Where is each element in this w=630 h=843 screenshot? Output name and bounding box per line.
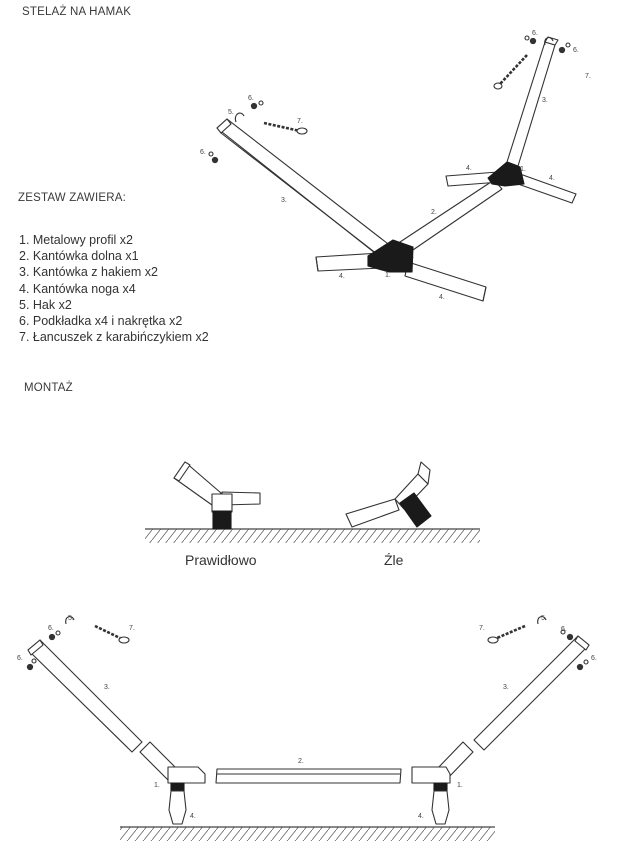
- washer-icon: [524, 35, 530, 41]
- parts-list-item: 7. Łancuszek z karabińczykiem x2: [19, 330, 209, 345]
- label-part-1: 1.: [154, 782, 160, 789]
- right-chain: [487, 624, 526, 644]
- label-part-5: 5.: [541, 615, 547, 622]
- ground-line-bottom: [120, 826, 495, 841]
- parts-list-item: 2. Kantówka dolna x1: [19, 249, 139, 264]
- right-hook: [537, 615, 547, 625]
- label-part-3: 3.: [104, 684, 110, 691]
- diagram-title: STELAŻ NA HAMAK: [22, 6, 132, 18]
- label-part-6: 6.: [17, 655, 23, 662]
- label-part-3: 3.: [281, 197, 287, 204]
- washer-icon: [583, 659, 589, 665]
- bottom-beam: [399, 179, 503, 259]
- washer-icon: [565, 42, 571, 48]
- label-part-6: 6.: [573, 47, 579, 54]
- label-part-6: 6.: [200, 149, 206, 156]
- left-hook: [234, 112, 245, 123]
- ground-line-middle: [145, 528, 480, 543]
- bottom-beam: [215, 768, 402, 784]
- washer-icon: [208, 151, 214, 157]
- parts-list: 1. Metalowy profil x2 2. Kantówka dolna …: [19, 232, 209, 345]
- label-part-2: 2.: [431, 209, 437, 216]
- washer-icon: [576, 663, 584, 671]
- left-hook-beam: [216, 118, 393, 262]
- label-part-4: 4.: [439, 294, 445, 301]
- washer-icon: [566, 633, 574, 641]
- washer-icon: [558, 46, 566, 54]
- label-part-1: 1.: [457, 782, 463, 789]
- label-part-6: 6.: [591, 655, 597, 662]
- parts-list-item: 6. Podkładka x4 i nakrętka x2: [19, 314, 183, 329]
- left-hook-beam: [27, 639, 143, 753]
- label-part-1: 1.: [520, 166, 526, 173]
- label-part-5: 5.: [68, 615, 74, 622]
- washer-icon: [211, 156, 219, 164]
- washer-icon: [31, 658, 37, 664]
- label-part-1: 1.: [385, 272, 391, 279]
- washer-icon: [529, 37, 537, 45]
- parts-list-item: 5. Hak x2: [19, 297, 72, 312]
- kit-heading: ZESTAW ZAWIERA:: [18, 192, 126, 204]
- right-metal-profile: [487, 161, 525, 187]
- left-chain: [263, 121, 308, 135]
- right-hook: [544, 36, 554, 46]
- label-part-4: 4.: [190, 813, 196, 820]
- left-metal-profile: [367, 239, 414, 273]
- label-part-6: 6.: [248, 95, 254, 102]
- correct-orientation-figure: [173, 461, 261, 530]
- label-part-4: 4.: [549, 175, 555, 182]
- label-part-3: 3.: [503, 684, 509, 691]
- wrong-caption: Źle: [384, 552, 404, 568]
- label-part-6: 6.: [48, 625, 54, 632]
- label-part-3: 3.: [542, 97, 548, 104]
- left-chain: [94, 624, 130, 644]
- washer-icon: [48, 633, 56, 641]
- label-part-5: 5.: [228, 109, 234, 116]
- right-chain: [493, 54, 528, 90]
- label-part-4: 4.: [339, 273, 345, 280]
- label-part-7: 7.: [479, 625, 485, 632]
- parts-list-item: 3. Kantówka z hakiem x2: [19, 265, 158, 280]
- label-part-6: 6.: [532, 30, 538, 37]
- label-part-4: 4.: [466, 165, 472, 172]
- label-part-7: 7.: [297, 118, 303, 125]
- label-part-6: 6.: [561, 626, 567, 633]
- assembly-heading: MONTAŻ: [24, 382, 73, 394]
- washer-icon: [26, 663, 34, 671]
- assembled-stand: [208, 35, 577, 302]
- washer-icon: [250, 102, 258, 110]
- label-part-7: 7.: [129, 625, 135, 632]
- parts-list-item: 4. Kantówka noga x4: [19, 281, 136, 296]
- left-hook: [65, 615, 75, 625]
- label-part-7: 7.: [585, 73, 591, 80]
- label-part-4: 4.: [418, 813, 424, 820]
- wrong-orientation-figure: [345, 461, 432, 528]
- exploded-assembly: [26, 615, 590, 825]
- parts-list-item: 1. Metalowy profil x2: [19, 233, 133, 247]
- correct-caption: Prawidłowo: [185, 552, 257, 568]
- washer-icon: [258, 100, 264, 106]
- right-hook-beam: [473, 635, 590, 751]
- label-part-2: 2.: [298, 758, 304, 765]
- right-hook-beam: [506, 36, 559, 167]
- washer-icon: [55, 630, 61, 636]
- washer-icon: [560, 629, 566, 635]
